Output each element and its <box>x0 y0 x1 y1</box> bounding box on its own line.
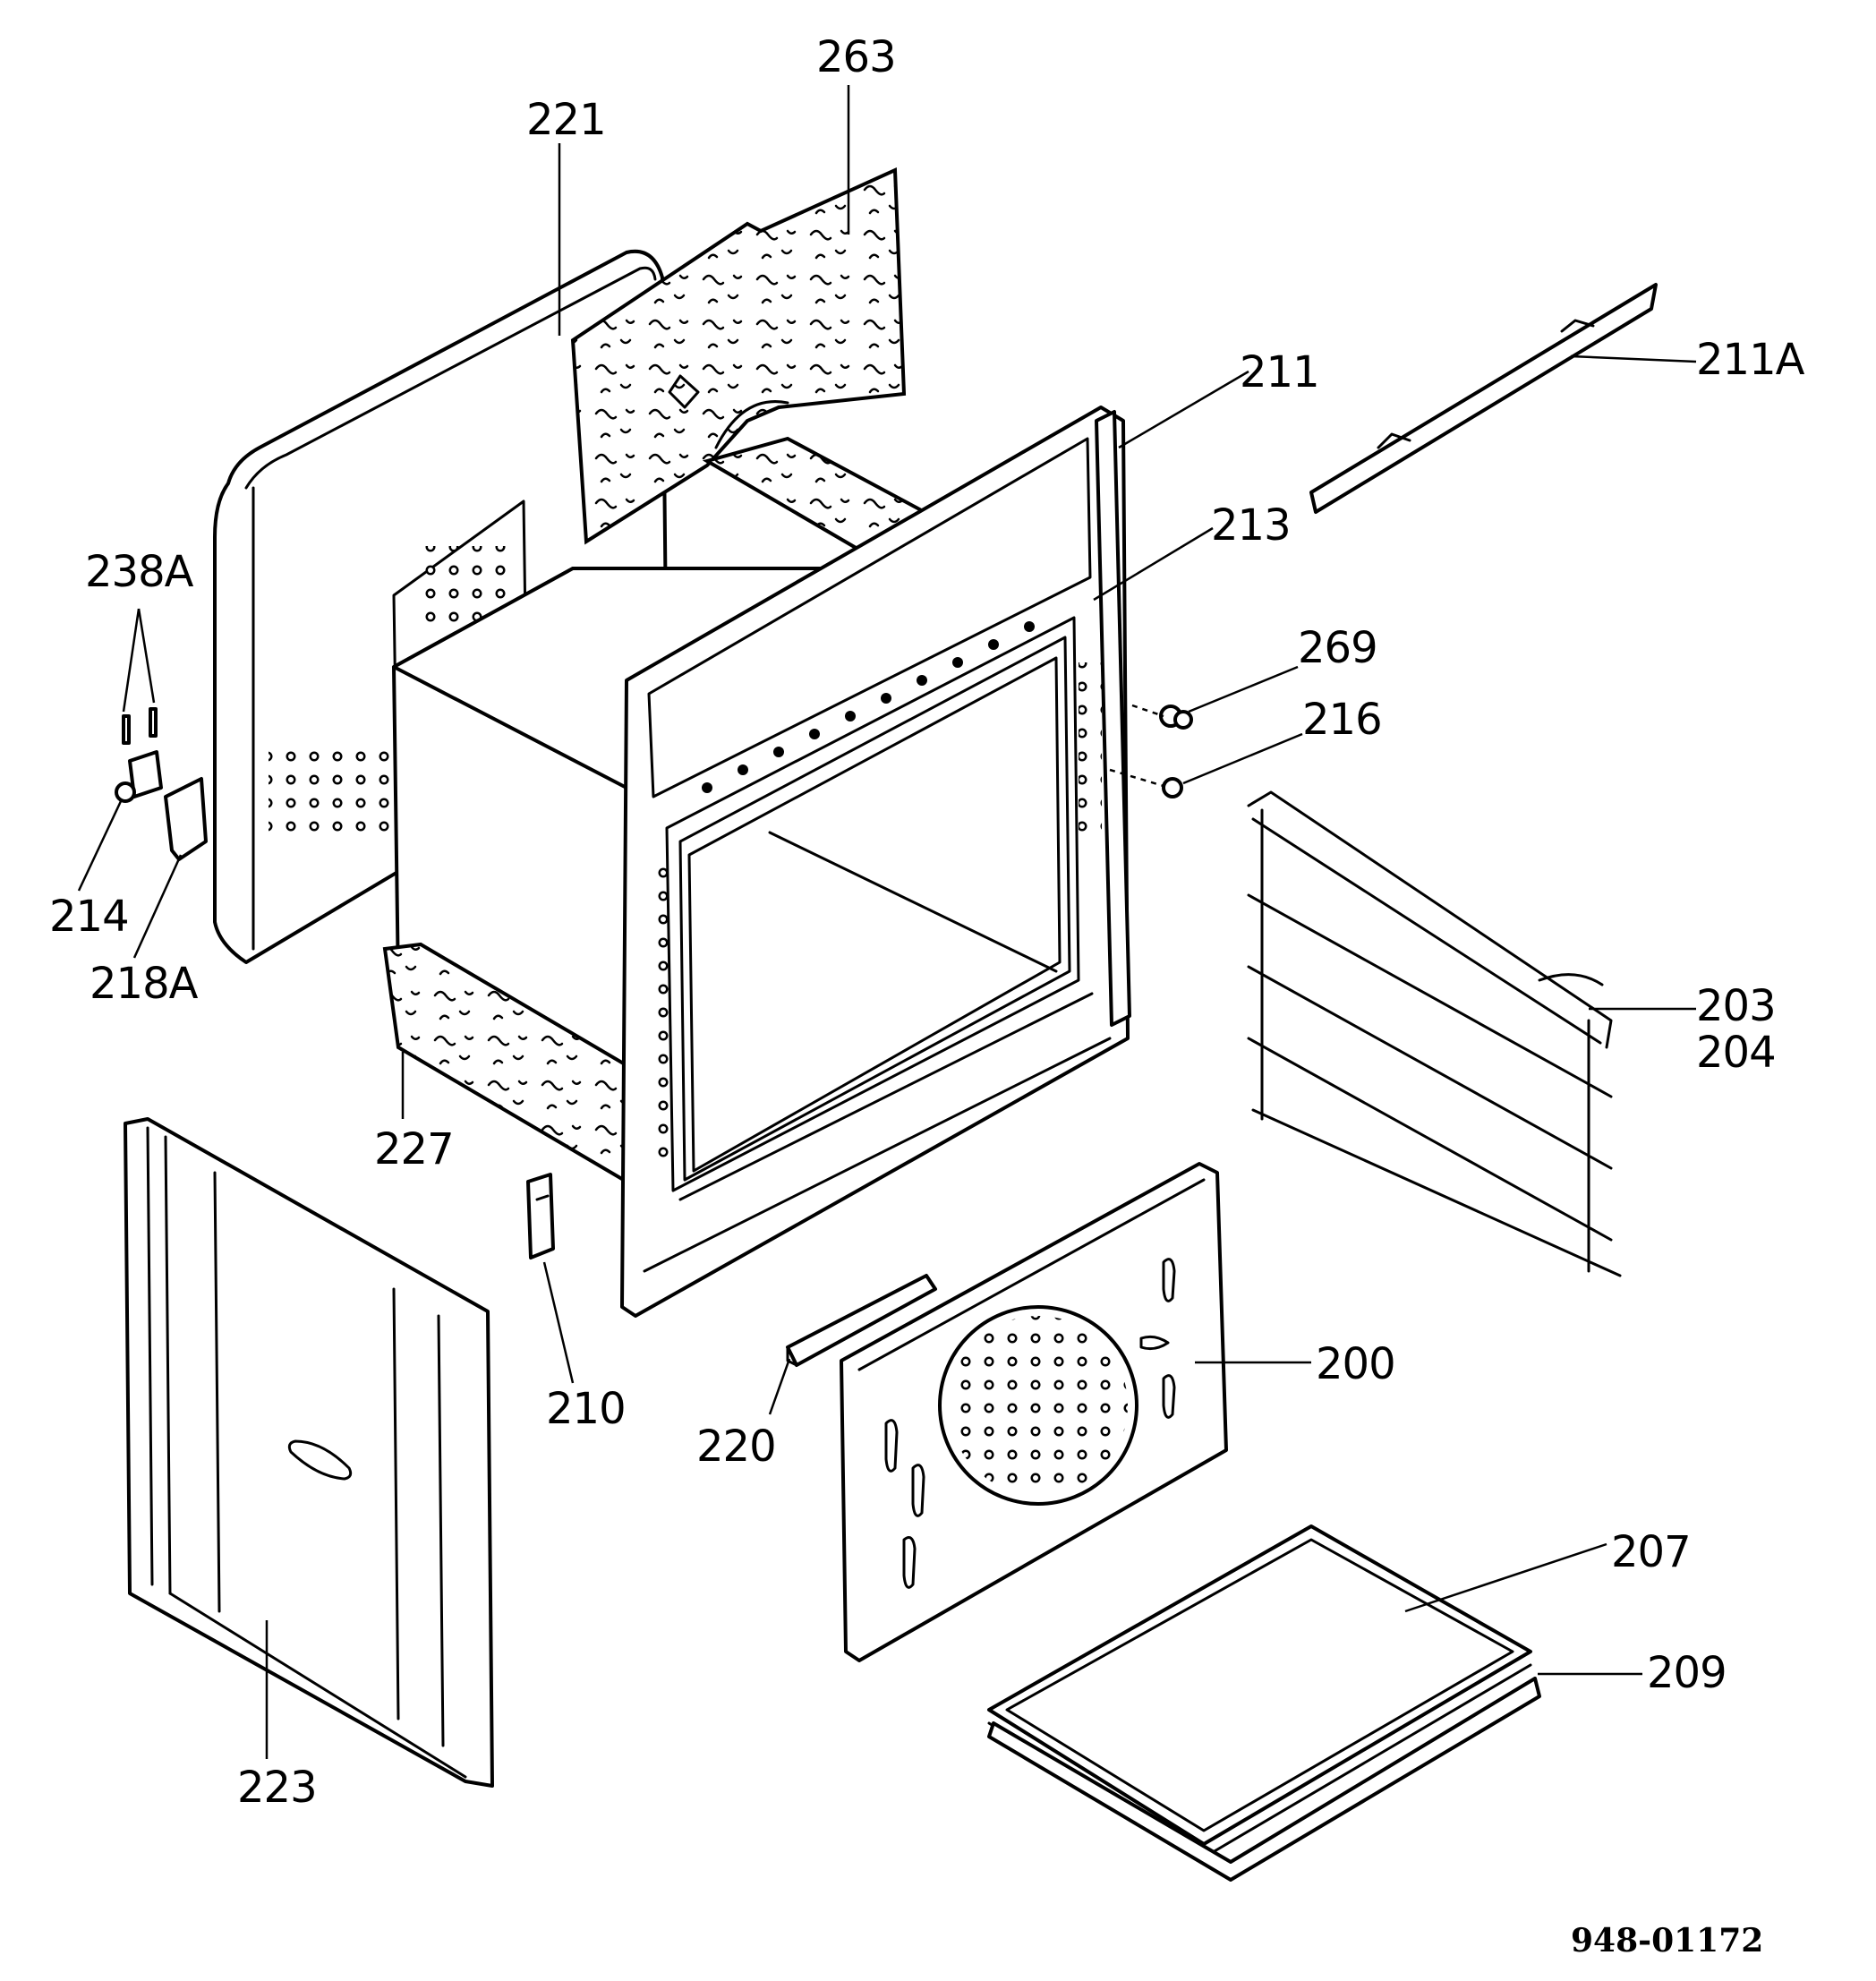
label-216: 216 <box>1302 695 1382 745</box>
label-210: 210 <box>546 1384 626 1434</box>
shelf-supports-203-204 <box>1247 790 1622 1277</box>
clip-210 <box>526 1173 555 1259</box>
label-269: 269 <box>1298 623 1377 673</box>
part-labels: 263 221 211 211A 213 269 216 238A 214 21… <box>49 32 1806 1813</box>
label-200: 200 <box>1316 1339 1395 1389</box>
screw-269 <box>1159 704 1193 730</box>
label-213: 213 <box>1211 500 1291 551</box>
label-203: 203 <box>1696 981 1776 1031</box>
label-238A: 238A <box>85 547 194 597</box>
leader-lines <box>77 85 1697 1759</box>
insulation-263 <box>570 167 907 545</box>
label-211: 211 <box>1240 347 1319 397</box>
rear-panel-200 <box>840 1162 1228 1662</box>
rail-211A <box>1309 283 1658 514</box>
label-207: 207 <box>1611 1527 1691 1577</box>
tray-207 <box>987 1524 1532 1859</box>
label-204: 204 <box>1696 1028 1776 1078</box>
label-214: 214 <box>49 892 129 942</box>
label-223: 223 <box>237 1763 317 1813</box>
hinge-parts <box>115 707 208 861</box>
label-227: 227 <box>374 1124 454 1174</box>
label-209: 209 <box>1647 1648 1727 1698</box>
label-211A: 211A <box>1696 335 1805 385</box>
label-218A: 218A <box>90 959 199 1009</box>
side-panel-223 <box>124 1117 494 1788</box>
label-220: 220 <box>696 1422 776 1472</box>
frame-hole-row <box>702 621 1035 793</box>
tray-rail-209 <box>987 1677 1541 1882</box>
screw-216 <box>1162 777 1183 798</box>
drawing-reference-number: 948-01172 <box>1571 1922 1763 1960</box>
front-frame-211 <box>620 406 1131 1318</box>
label-221: 221 <box>526 95 606 145</box>
label-263: 263 <box>816 32 896 82</box>
